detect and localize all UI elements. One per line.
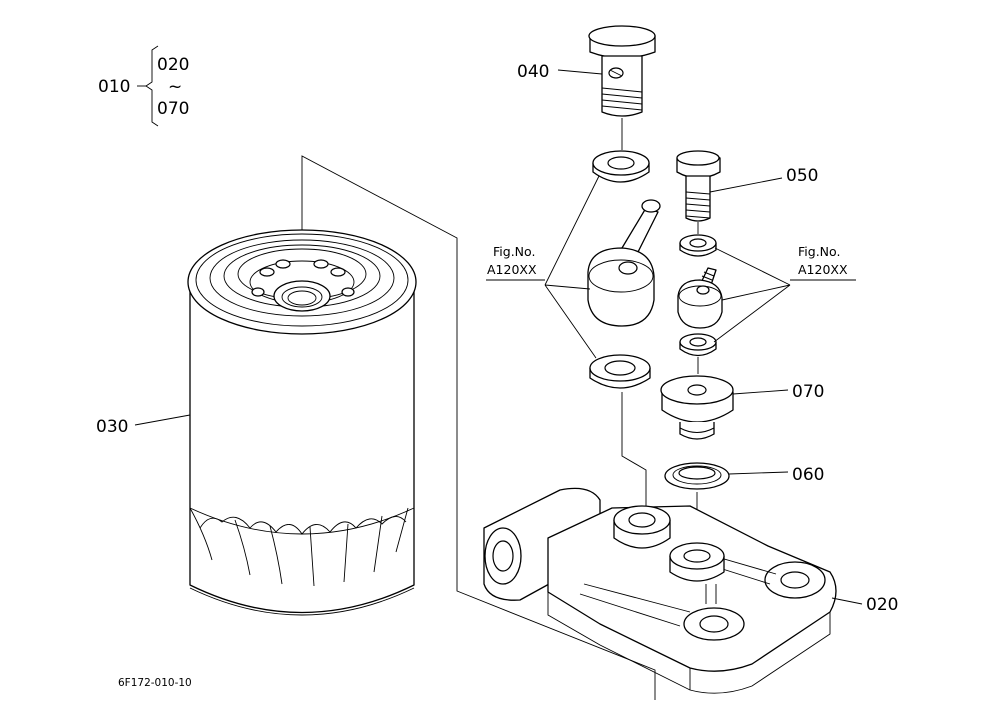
label-070: 070 — [792, 382, 824, 402]
banjo-fitting — [587, 199, 661, 327]
label-030: 030 — [96, 417, 128, 437]
fig-ref-left-line1: Fig.No. — [493, 244, 535, 259]
leader-fig-left — [544, 175, 600, 359]
leader-fig-right — [713, 247, 791, 343]
oil-filter-030 — [187, 229, 417, 616]
label-060: 060 — [792, 465, 824, 485]
drawing-code: 6F172-010-10 — [118, 677, 192, 689]
banjo-fitting-right — [677, 267, 723, 329]
label-020-range: 020 — [157, 55, 189, 75]
fig-ref-left-line2: A120XX — [487, 262, 537, 277]
leader-020 — [831, 597, 863, 605]
washer-lower-left — [589, 354, 651, 389]
adapter-070 — [660, 375, 734, 440]
leader-070 — [732, 389, 789, 395]
leader-040 — [557, 69, 603, 75]
leader-060 — [728, 471, 789, 475]
filter-head-020 — [483, 487, 837, 694]
label-050: 050 — [786, 166, 818, 186]
leader-030 — [134, 414, 191, 426]
washer-upper-left — [592, 150, 650, 183]
washer-lower-right — [679, 333, 717, 357]
washer-upper-right — [679, 234, 717, 257]
bolt-050 — [676, 150, 721, 222]
assembly-bracket: 010 020 ~ 070 — [98, 45, 189, 127]
label-040: 040 — [517, 62, 549, 82]
filter-mount-leader — [301, 155, 656, 700]
fig-ref-right-line1: Fig.No. — [798, 244, 840, 259]
banjo-bolt-040 — [588, 25, 656, 117]
label-010: 010 — [98, 77, 130, 97]
label-020: 020 — [866, 595, 898, 615]
label-range-sep: ~ — [168, 77, 182, 97]
fig-ref-right-line2: A120XX — [798, 262, 848, 277]
label-070-range: 070 — [157, 99, 189, 119]
leader-050 — [709, 177, 783, 193]
o-ring-060 — [664, 462, 730, 490]
